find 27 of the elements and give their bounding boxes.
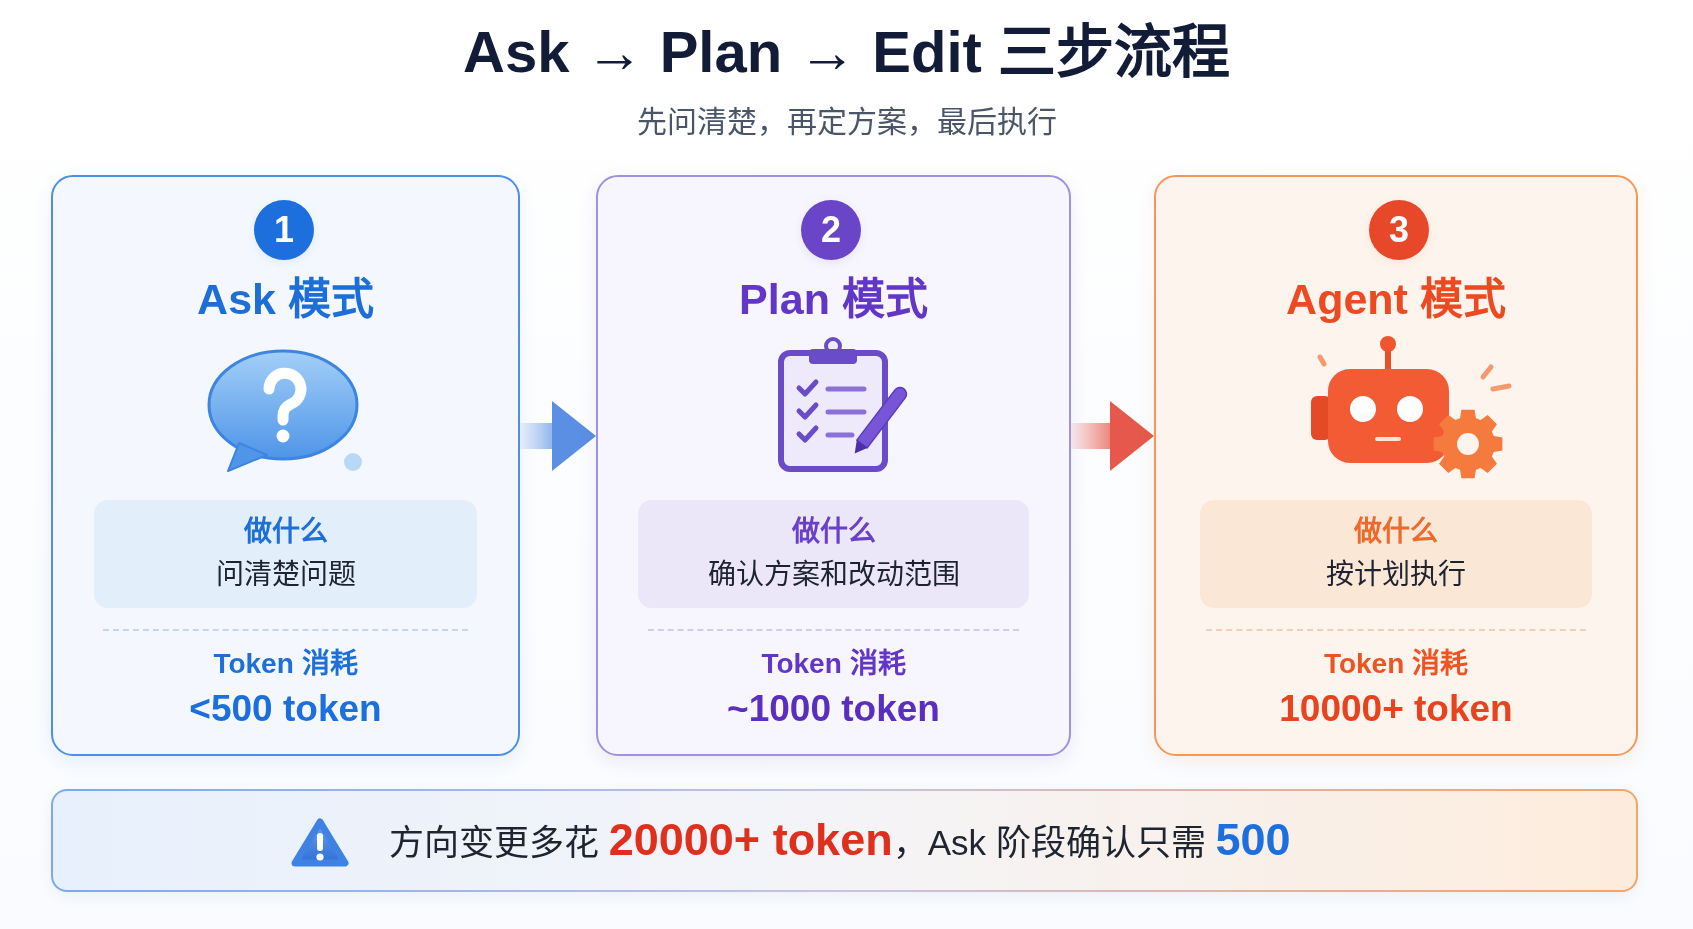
task-text: 确认方案和改动范围 bbox=[707, 558, 960, 592]
step-number-circle: 2 bbox=[801, 200, 861, 260]
token-value: ~1000 token bbox=[727, 687, 940, 731]
task-label: 做什么 bbox=[1354, 515, 1438, 549]
arrow bbox=[520, 401, 596, 471]
warning-banner bbox=[51, 789, 1638, 892]
token-label: Token 消耗 bbox=[213, 647, 358, 681]
mode-card bbox=[1154, 175, 1638, 756]
warning-text: 方向变更多花 20000+ token，Ask 阶段确认只需 500 bbox=[389, 813, 1291, 866]
mode-card bbox=[51, 175, 520, 756]
token-value: 10000+ token bbox=[1279, 687, 1513, 731]
card-heading: Agent 模式 bbox=[1286, 274, 1506, 325]
token-label: Token 消耗 bbox=[1323, 647, 1469, 681]
step-number-circle: 1 bbox=[254, 200, 314, 260]
title: Ask → Plan → Edit 三步流程 bbox=[463, 18, 1230, 86]
task-label: 做什么 bbox=[791, 515, 876, 549]
task-text: 问清楚问题 bbox=[215, 558, 356, 592]
card-heading: Ask 模式 bbox=[197, 274, 374, 325]
card-heading: Plan 模式 bbox=[739, 274, 928, 325]
arrow bbox=[1071, 401, 1154, 471]
subtitle: 先问清楚，再定方案，最后执行 bbox=[636, 104, 1057, 140]
step-number-circle: 3 bbox=[1369, 200, 1429, 260]
token-value: <500 token bbox=[189, 687, 382, 731]
task-label: 做什么 bbox=[243, 515, 328, 549]
task-text: 按计划执行 bbox=[1326, 558, 1466, 592]
token-label: Token 消耗 bbox=[761, 647, 906, 681]
mode-card bbox=[596, 175, 1071, 756]
